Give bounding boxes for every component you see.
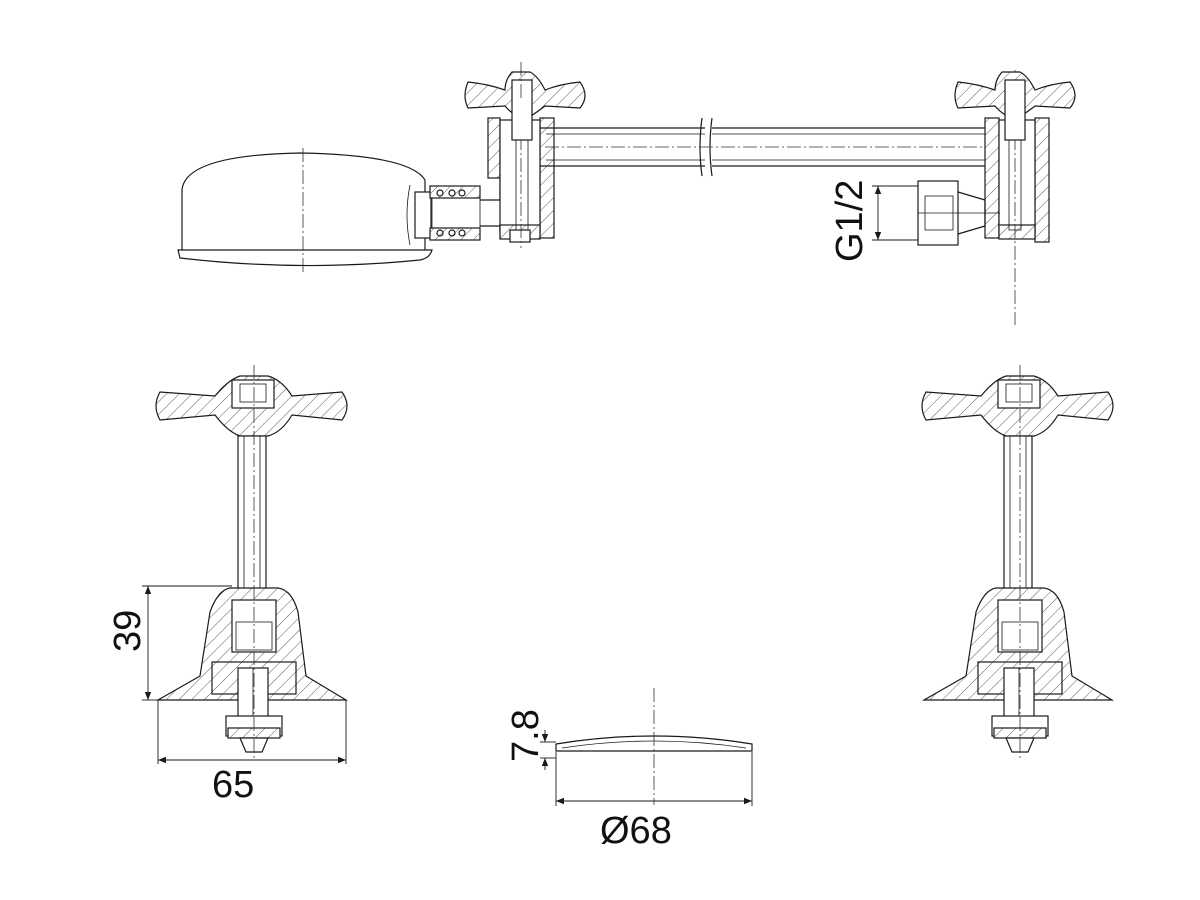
connecting-pipe [540, 117, 995, 177]
cap-disc [555, 688, 753, 805]
cap-thickness-label: 7.8 [505, 709, 547, 762]
cap-diameter-dimension: Ø68 [555, 752, 753, 852]
thread-dimension: G1/2 [829, 180, 918, 262]
left-coupling [414, 171, 513, 241]
top-assembly-view [177, 62, 1076, 325]
right-inlet-nut [917, 180, 1000, 246]
width-label: 65 [212, 764, 254, 806]
thread-label: G1/2 [829, 180, 871, 262]
right-handle-top [954, 71, 1076, 231]
cap-thickness-dimension: 7.8 [505, 709, 556, 770]
height-label: 39 [107, 610, 149, 652]
left-handle-top [464, 62, 586, 231]
left-tap-side-view [155, 365, 349, 760]
width-dimension: 65 [157, 700, 347, 806]
cap-diameter-label: Ø68 [600, 810, 672, 852]
height-dimension: 39 [107, 585, 232, 701]
spout-dome [177, 148, 433, 272]
right-tap-side-view [921, 365, 1115, 760]
